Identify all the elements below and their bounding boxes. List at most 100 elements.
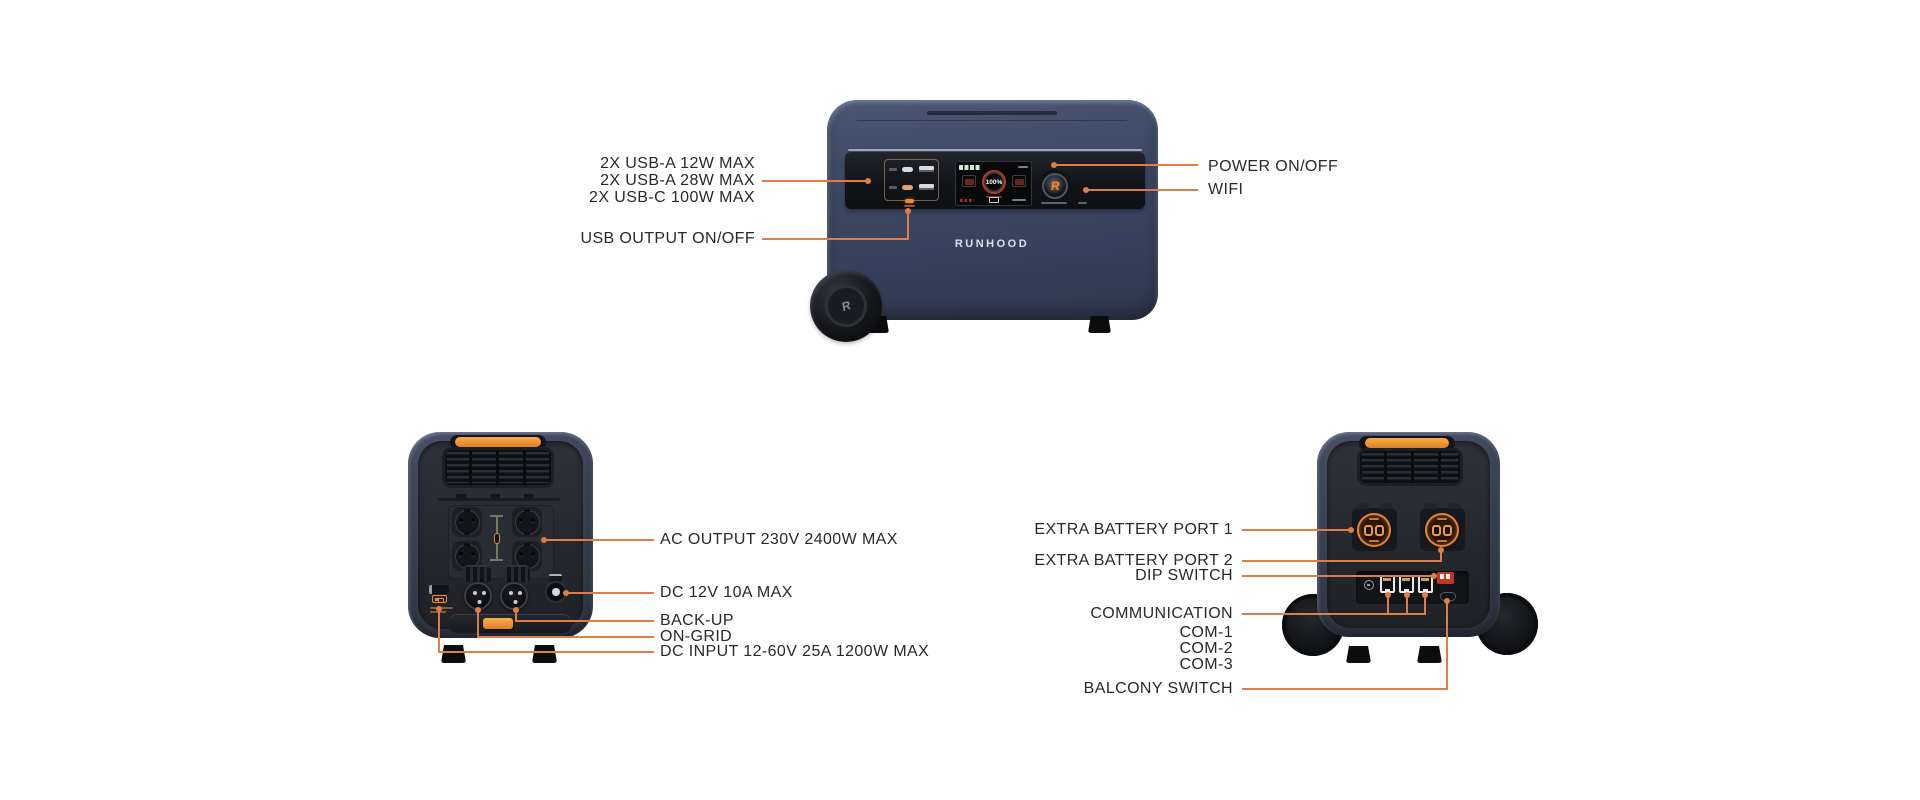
lock-screw-icon [1364, 580, 1374, 590]
grid-mode-switch [429, 585, 449, 594]
ac-outlet [512, 507, 542, 537]
seam-clip [490, 494, 500, 498]
leader-dot [1404, 592, 1410, 598]
label-usb-output: USB OUTPUT ON/OFF [580, 230, 755, 247]
leader-dot [436, 606, 442, 612]
brand-r-glyph: R [1049, 179, 1061, 193]
usb-a-port-icon [919, 166, 934, 172]
leader-com2-riser [1406, 596, 1408, 615]
screen-icon [989, 197, 999, 203]
vent-columns [445, 450, 551, 485]
dc-output-port [464, 582, 492, 610]
usb-c-port-icon [902, 185, 913, 190]
label-usb-c-100w: 2X USB-C 100W MAX [589, 189, 755, 206]
rear-foot [441, 645, 466, 663]
rubber-cap [504, 565, 530, 582]
leader-dot [1431, 573, 1437, 579]
screen-icons [1012, 199, 1026, 201]
battery-percent: 100% [985, 178, 1003, 186]
panel-seam [438, 498, 560, 501]
label-com-3: COM-3 [1179, 656, 1233, 673]
ac-outlet [452, 507, 482, 537]
power-station-front-view: 100% R RUNHOOD [810, 85, 1175, 347]
dip-switch [1437, 572, 1454, 584]
dc-input-latch [549, 574, 562, 582]
rear-foot [1346, 646, 1371, 663]
usb-label-mark [889, 168, 897, 171]
usb-a-port-icon [902, 167, 913, 172]
input-watts-box [962, 175, 976, 187]
leader-usb-ports [762, 180, 869, 182]
leader-extra-battery-1 [1242, 529, 1352, 531]
power-button-caption [1041, 202, 1067, 204]
leader-dc12 [568, 592, 654, 594]
label-on-grid: ON-GRID [660, 628, 733, 645]
rubber-cap [463, 565, 491, 582]
usb-button-caption [904, 205, 915, 207]
label-power-on-off: POWER ON/OFF [1208, 158, 1339, 175]
leader-usb-output-riser [907, 212, 909, 240]
battery-segments-icon [959, 165, 981, 170]
leader-dot [1385, 592, 1391, 598]
dc-output-port [500, 582, 528, 610]
leader-dcinput [438, 651, 654, 653]
vent-columns [1360, 451, 1460, 483]
leader-dot [1083, 187, 1089, 193]
release-button [483, 618, 513, 629]
carry-handle [1365, 438, 1449, 448]
lid-seam [857, 120, 1127, 121]
leader-extra-battery-2 [1242, 560, 1442, 562]
leader-ongrid-riser [477, 611, 479, 638]
power-button: R [1042, 173, 1068, 199]
label-wifi: WIFI [1208, 181, 1244, 198]
usb-port-panel [884, 159, 939, 201]
seam-clip [456, 494, 466, 498]
label-dc-input: DC INPUT 12-60V 25A 1200W MAX [660, 643, 930, 660]
leader-dot [865, 178, 871, 184]
battery-gauge-ring: 100% [982, 170, 1006, 194]
front-wheel: R [810, 270, 882, 342]
carry-handle [455, 437, 541, 447]
vent-grille [1357, 448, 1463, 486]
extra-battery-port-1 [1357, 513, 1391, 547]
leader-dot [1348, 527, 1354, 533]
power-station-rear-view-ac [400, 425, 620, 670]
wifi-caption [1078, 202, 1087, 204]
leader-ac-output [546, 539, 654, 541]
leader-dip-switch [1242, 575, 1435, 577]
label-balcony-switch: BALCONY SWITCH [1083, 680, 1233, 697]
label-usb-a-28w: 2X USB-A 28W MAX [600, 172, 755, 189]
com-2-port [1399, 575, 1414, 593]
divider-slot [494, 533, 500, 544]
leader-dot [541, 537, 547, 543]
leader-power [1056, 164, 1198, 166]
leader-dot [1438, 547, 1444, 553]
seam-clip [524, 494, 534, 498]
wheel-r-glyph: R [840, 297, 852, 315]
rear-foot [532, 645, 557, 663]
wheel-hub: R [825, 285, 867, 327]
label-ac-output: AC OUTPUT 230V 2400W MAX [660, 531, 898, 548]
leader-com1-riser [1387, 596, 1389, 615]
label-extra-battery-2: EXTRA BATTERY PORT 2 [1034, 552, 1233, 569]
handle-slot [927, 111, 1057, 115]
leader-dcinput-riser [438, 610, 440, 653]
leader-dot [563, 590, 569, 596]
label-dc-12v: DC 12V 10A MAX [660, 584, 793, 601]
leader-backup [515, 620, 654, 622]
leader-wifi [1088, 189, 1198, 191]
lcd-screen: 100% [955, 161, 1032, 206]
leader-backup-riser [515, 611, 517, 622]
leader-communication [1242, 613, 1426, 615]
label-com-2: COM-2 [1179, 640, 1233, 657]
leader-dot [1444, 598, 1450, 604]
vent-grille [442, 447, 554, 488]
usb-output-button [905, 199, 914, 203]
com-3-port [1418, 575, 1433, 593]
leader-balcony-riser [1446, 602, 1448, 690]
leader-ongrid [477, 636, 654, 638]
label-communication: COMMUNICATION [1090, 605, 1233, 622]
leader-eb2-riser [1440, 551, 1442, 562]
power-station-rear-view-expansion [1282, 425, 1540, 670]
